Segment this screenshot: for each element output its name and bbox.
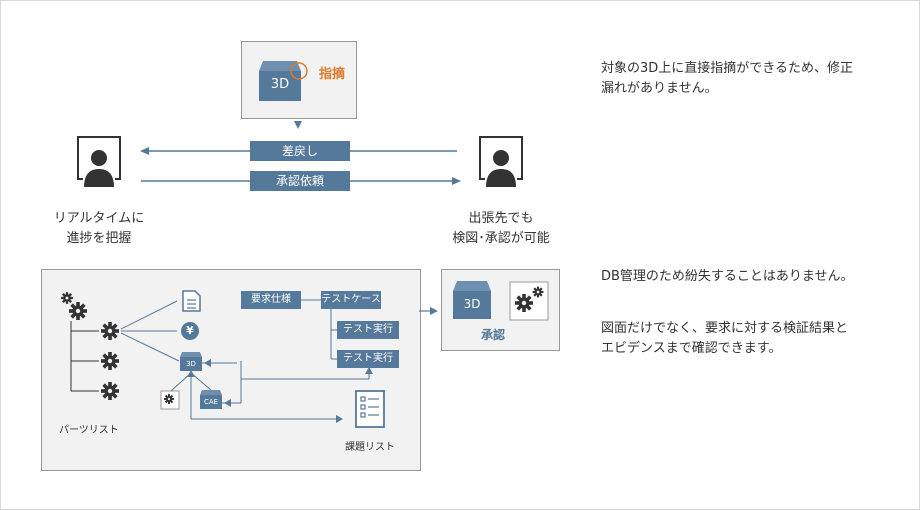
requirement-spec-label: 要求仕様: [241, 291, 301, 309]
para3-line1: 図面だけでなく、要求に対する検証結果と: [601, 321, 849, 336]
box-3d-icon: [259, 61, 301, 101]
test-exec-return-arrow: [365, 367, 373, 374]
issue-list-label: 課題リスト: [345, 442, 395, 453]
cae-icon: [200, 390, 222, 409]
left-caption-line2: 進捗を把握: [66, 231, 132, 246]
para1-line2: 漏れがありません。: [601, 81, 718, 96]
test-exec-2-label: テスト実行: [337, 350, 399, 368]
parts-gear-child1-icon: [101, 322, 119, 340]
yen-symbol: ¥: [186, 324, 194, 337]
mini-3d-up-arrow: [187, 370, 195, 377]
parts-link-lines: [120, 300, 180, 362]
para2-line1: DB管理のため紛失することはありません。: [601, 269, 854, 284]
person-left-icon: [77, 136, 121, 189]
mini-3d-icon: [180, 352, 202, 371]
requirement-links: [301, 299, 337, 360]
right-caption-line2: 検図･承認が可能: [452, 231, 550, 246]
test-exec-1-label: テスト実行: [337, 321, 399, 339]
issue-list-icon: [355, 390, 385, 428]
parts-gear-small-icon: [61, 292, 73, 304]
approval-label: 承認: [481, 328, 506, 342]
cae-label: CAE: [203, 398, 219, 406]
gear-thumb-icon: [164, 394, 174, 404]
right-caption: 出張先でも 検図･承認が可能: [431, 209, 571, 249]
approval-gear-large-icon: [515, 294, 533, 312]
para1-line1: 対象の3D上に直接指摘ができるため、修正: [601, 61, 854, 76]
parts-gear-child3-icon: [101, 382, 119, 400]
mini-3d-label: 3D: [186, 360, 196, 368]
approval-gear-small-icon: [532, 286, 544, 298]
comment-marker-icon: [290, 62, 308, 80]
shonin-irai-label: 承認依頼: [250, 171, 350, 191]
person-right-icon: [479, 136, 523, 189]
parts-tree-lines: [70, 321, 99, 392]
approval-3d-label: 3D: [463, 297, 481, 311]
review-box-pointer: [294, 121, 302, 129]
left-caption-line1: リアルタイムに: [53, 211, 145, 226]
document-icon: [182, 290, 201, 312]
mini-3d-links: [170, 361, 370, 420]
parts-gear-child2-icon: [101, 352, 119, 370]
parts-gear-root-icon: [69, 302, 87, 320]
right-caption-line1: 出張先でも: [468, 211, 534, 226]
approval-3d-icon: [453, 281, 491, 319]
parts-list-label: パーツリスト: [59, 425, 119, 436]
description-para3: 図面だけでなく、要求に対する検証結果と エビデンスまで確認できます。: [601, 319, 848, 359]
box-3d-label: 3D: [270, 77, 290, 92]
issue-list-arrow: [336, 415, 343, 423]
left-caption: リアルタイムに 進捗を把握: [39, 209, 159, 249]
shiteki-label: 指摘: [319, 67, 346, 82]
para3-line2: エビデンスまで確認できます。: [601, 341, 782, 356]
sashimodoshi-label: 差戻し: [250, 141, 350, 161]
description-para2: DB管理のため紛失することはありません。: [601, 267, 854, 287]
description-para1: 対象の3D上に直接指摘ができるため、修正 漏れがありません。: [601, 59, 853, 99]
test-case-label: テストケース: [321, 291, 381, 309]
yen-icon: [181, 322, 199, 340]
